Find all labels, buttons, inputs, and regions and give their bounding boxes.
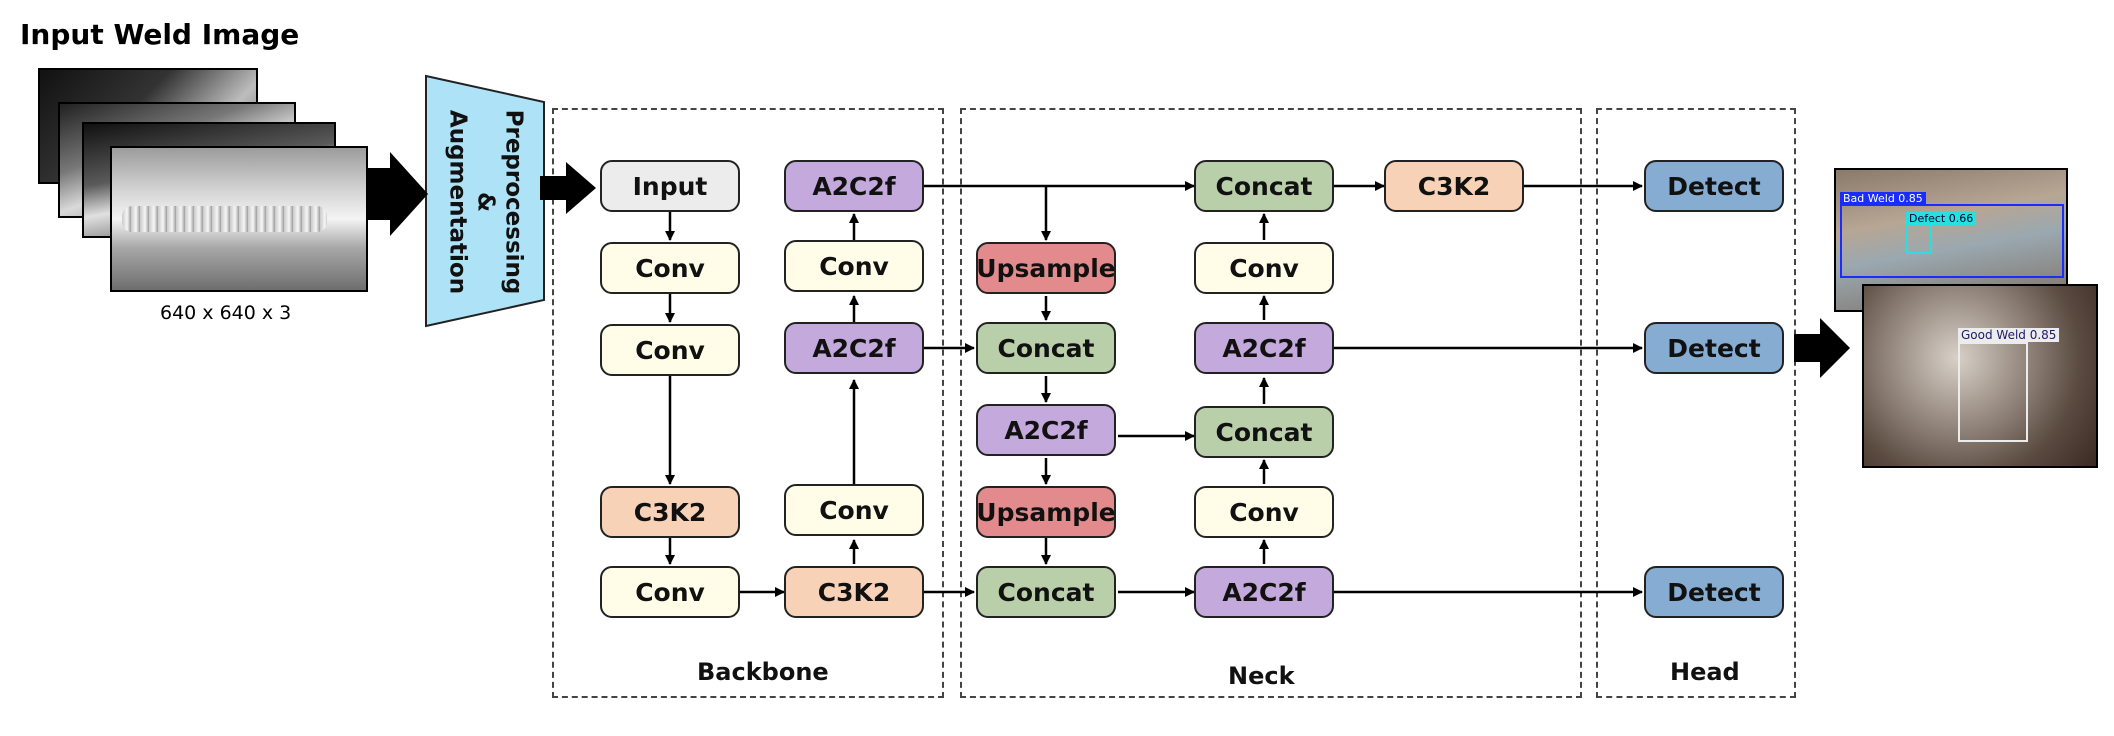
block-c3k2: C3K2 (784, 566, 924, 618)
neck-group (960, 108, 1582, 698)
input-image-stack (38, 68, 378, 292)
block-a2c2f: A2C2f (976, 404, 1116, 456)
block-a2c2f: A2C2f (784, 322, 924, 374)
block-concat: Concat (976, 566, 1116, 618)
block-conv: Conv (1194, 486, 1334, 538)
block-concat: Concat (976, 322, 1116, 374)
label-defect: Defect 0.66 (1906, 212, 1977, 225)
flow-arrow-3 (1794, 318, 1850, 378)
bbox-defect (1906, 224, 1932, 254)
head-group (1596, 108, 1796, 698)
neck-label: Neck (1228, 662, 1295, 690)
block-detect: Detect (1644, 160, 1784, 212)
head-label: Head (1670, 658, 1740, 686)
weld-photo-4 (110, 146, 368, 292)
block-a2c2f: A2C2f (784, 160, 924, 212)
block-conv: Conv (784, 240, 924, 292)
backbone-group (552, 108, 944, 698)
block-upsample: Upsample (976, 486, 1116, 538)
weld-bead (122, 206, 327, 232)
flow-arrow-1 (366, 152, 428, 236)
block-conv: Conv (600, 566, 740, 618)
preprocessing-block (425, 74, 545, 328)
block-conv: Conv (784, 484, 924, 536)
label-good-weld: Good Weld 0.85 (1958, 328, 2060, 342)
block-detect: Detect (1644, 322, 1784, 374)
input-title: Input Weld Image (20, 18, 300, 51)
block-input: Input (600, 160, 740, 212)
bbox-good-weld (1958, 342, 2028, 442)
block-conv: Conv (600, 242, 740, 294)
output-image-2: Good Weld 0.85 (1862, 284, 2098, 468)
label-bad-weld: Bad Weld 0.85 (1840, 192, 1926, 205)
block-a2c2f: A2C2f (1194, 566, 1334, 618)
bbox-bad-weld (1840, 204, 2064, 278)
block-conv: Conv (1194, 242, 1334, 294)
block-a2c2f: A2C2f (1194, 322, 1334, 374)
block-upsample: Upsample (976, 242, 1116, 294)
block-conv: Conv (600, 324, 740, 376)
input-dimensions: 640 x 640 x 3 (160, 302, 292, 324)
block-detect: Detect (1644, 566, 1784, 618)
block-concat: Concat (1194, 406, 1334, 458)
block-c3k2: C3K2 (1384, 160, 1524, 212)
block-c3k2: C3K2 (600, 486, 740, 538)
block-concat: Concat (1194, 160, 1334, 212)
backbone-label: Backbone (697, 658, 829, 686)
flow-arrow-2 (540, 162, 596, 214)
